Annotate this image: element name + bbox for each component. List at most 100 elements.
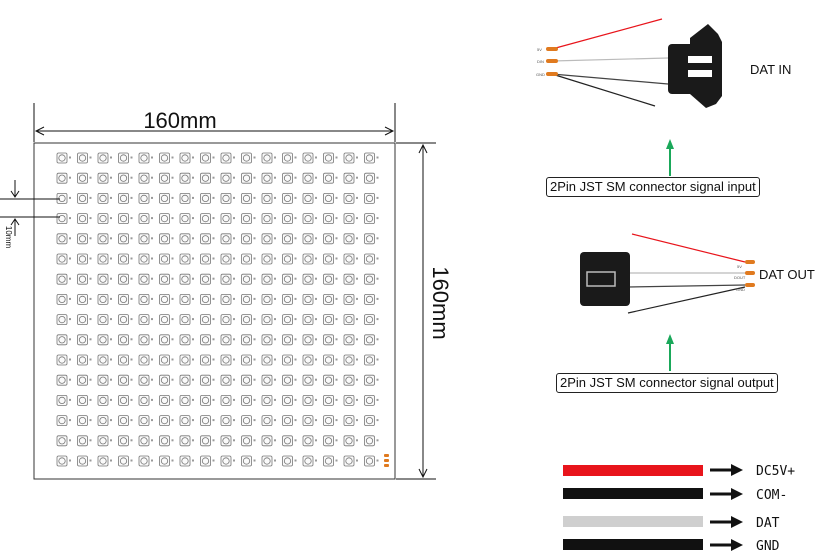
- led-pixel: [323, 394, 338, 406]
- led-pixel: [343, 415, 358, 427]
- led-pixel: [302, 253, 317, 265]
- led-pixel: [179, 253, 194, 265]
- led-pixel: [200, 233, 215, 245]
- led-pixel: [97, 192, 112, 204]
- led-pixel: [323, 233, 338, 245]
- led-pixel: [97, 334, 112, 346]
- legend-row-dat: DAT: [563, 516, 780, 531]
- input-pin-gnd: GND: [536, 72, 545, 77]
- led-pixel: [77, 172, 92, 184]
- led-pixel: [97, 213, 112, 225]
- led-pixel: [302, 354, 317, 366]
- led-pixel: [364, 334, 379, 346]
- output-pin-gnd: GND: [736, 287, 745, 292]
- led-pixel: [364, 314, 379, 326]
- led-pixel: [118, 213, 133, 225]
- led-pixel: [179, 213, 194, 225]
- led-pixel: [302, 192, 317, 204]
- led-pixel: [220, 394, 235, 406]
- led-pixel: [77, 334, 92, 346]
- led-pixel: [261, 233, 276, 245]
- led-pixel: [118, 455, 133, 467]
- led-pixel: [97, 172, 112, 184]
- led-pixel: [323, 374, 338, 386]
- led-pixel: [118, 273, 133, 285]
- led-pixel: [282, 394, 297, 406]
- led-pixel: [343, 293, 358, 305]
- led-pixel: [261, 374, 276, 386]
- led-pixel: [282, 334, 297, 346]
- led-pixel: [97, 253, 112, 265]
- led-pixel: [282, 354, 297, 366]
- led-pixel: [364, 415, 379, 427]
- led-pixel: [159, 233, 174, 245]
- led-pixel: [302, 213, 317, 225]
- led-pixel: [118, 394, 133, 406]
- led-pixel: [364, 273, 379, 285]
- led-pixel: [282, 213, 297, 225]
- legend-label-gnd: GND: [756, 539, 780, 554]
- led-pixel: [343, 253, 358, 265]
- led-pixel: [179, 152, 194, 164]
- led-pixel: [282, 435, 297, 447]
- led-pixel: [241, 455, 256, 467]
- led-pixel: [200, 374, 215, 386]
- led-pixel: [261, 334, 276, 346]
- led-pixel: [302, 334, 317, 346]
- led-pixel: [77, 394, 92, 406]
- led-pixel: [118, 253, 133, 265]
- led-pixel: [56, 354, 71, 366]
- led-pixel: [220, 172, 235, 184]
- led-pixel: [282, 192, 297, 204]
- led-pixel: [364, 293, 379, 305]
- output-wires: [627, 233, 746, 314]
- led-pixel: [179, 192, 194, 204]
- led-pixel: [302, 374, 317, 386]
- led-pixel: [179, 334, 194, 346]
- output-pin-5v: 5V: [737, 264, 742, 269]
- led-pixel: [97, 314, 112, 326]
- output-pin-dout: DOUT: [734, 275, 746, 280]
- led-pixel: [56, 394, 71, 406]
- led-pixel: [77, 435, 92, 447]
- led-pixel: [364, 152, 379, 164]
- led-pixel: [179, 314, 194, 326]
- led-pixel: [323, 293, 338, 305]
- led-pixel: [302, 172, 317, 184]
- led-pixel: [159, 374, 174, 386]
- led-pixel: [241, 354, 256, 366]
- led-pixel: [282, 314, 297, 326]
- led-pixel: [77, 213, 92, 225]
- input-arrow: [666, 139, 674, 176]
- output-pins: [745, 260, 755, 287]
- led-pixel: [364, 233, 379, 245]
- led-pixel: [200, 213, 215, 225]
- led-pixel: [159, 293, 174, 305]
- led-pixel: [282, 172, 297, 184]
- width-label: 160mm: [143, 108, 216, 133]
- led-pixel: [261, 192, 276, 204]
- led-pixel: [343, 374, 358, 386]
- led-pixel: [97, 152, 112, 164]
- led-pixel: [97, 394, 112, 406]
- led-pixel: [159, 354, 174, 366]
- led-pixel: [77, 192, 92, 204]
- led-pixel: [241, 273, 256, 285]
- led-pixel: [364, 455, 379, 467]
- output-pin-labels: 5V DOUT GND: [734, 264, 746, 292]
- input-pins: [546, 47, 558, 76]
- legend-swatch: [563, 488, 703, 499]
- led-pixel: [323, 334, 338, 346]
- led-pixel: [159, 314, 174, 326]
- led-pixel: [77, 233, 92, 245]
- height-dimension: [396, 142, 436, 480]
- led-pixel: [159, 273, 174, 285]
- led-pixel: [179, 394, 194, 406]
- led-pixel: [364, 354, 379, 366]
- led-pixel: [138, 253, 153, 265]
- led-pixel: [138, 394, 153, 406]
- led-pixel: [302, 314, 317, 326]
- led-pixel: [97, 455, 112, 467]
- legend-swatch: [563, 465, 703, 476]
